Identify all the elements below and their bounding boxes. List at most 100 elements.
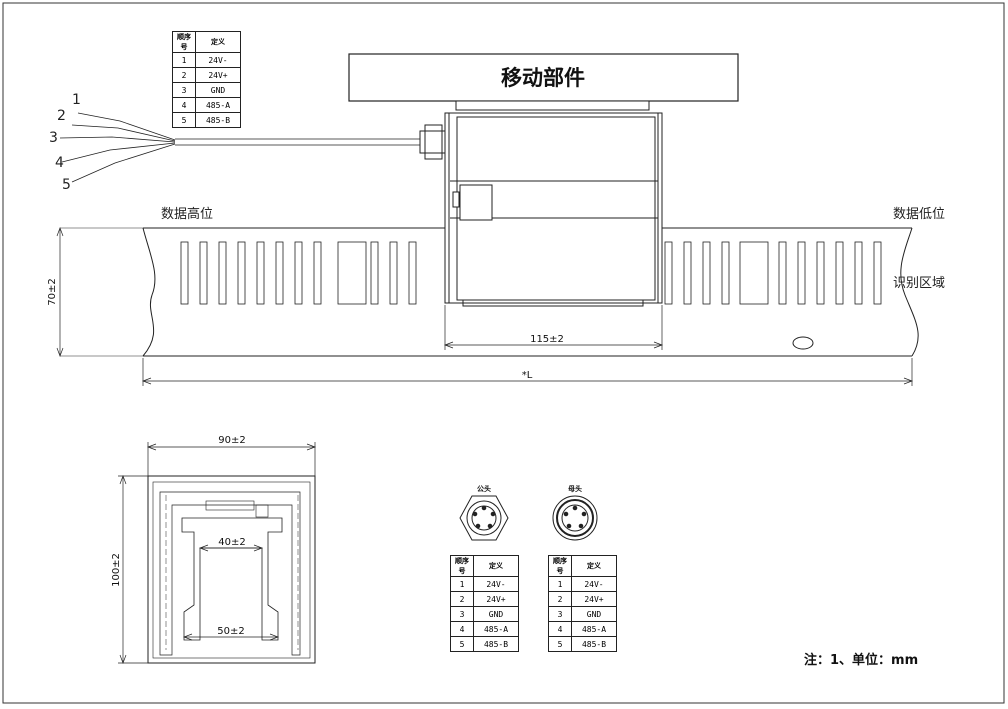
pin-table-header-no: 顺序号 bbox=[172, 31, 196, 53]
rail-slot bbox=[854, 241, 863, 305]
pin-def: 24V+ bbox=[195, 67, 241, 83]
pin-def: 24V- bbox=[473, 576, 519, 592]
male-connector bbox=[459, 495, 509, 541]
rail-slot bbox=[370, 241, 379, 305]
rail-slot bbox=[835, 241, 844, 305]
pin-no: 3 bbox=[548, 606, 572, 622]
rail-slot bbox=[237, 241, 246, 305]
female-connector bbox=[552, 495, 598, 541]
pin-no: 1 bbox=[172, 52, 196, 68]
pin-table-header-def: 定义 bbox=[195, 31, 241, 53]
dim-50 bbox=[183, 633, 279, 641]
pin-table-header-def: 定义 bbox=[571, 555, 617, 577]
rail-slot bbox=[256, 241, 265, 305]
pin-no: 2 bbox=[548, 591, 572, 607]
rail-slot bbox=[389, 241, 398, 305]
dim-70-label: 70±2 bbox=[47, 278, 58, 305]
unit-note: 注：1、单位：mm bbox=[804, 652, 918, 668]
rail-slots bbox=[180, 241, 882, 305]
pin-def: 485-A bbox=[571, 621, 617, 637]
pin-def: 485-A bbox=[473, 621, 519, 637]
pin-no: 2 bbox=[450, 591, 474, 607]
pin-def: 485-B bbox=[571, 636, 617, 652]
dim-70 bbox=[56, 227, 64, 357]
pin-table-header-no: 顺序号 bbox=[548, 555, 572, 577]
wire-3-label: 3 bbox=[49, 130, 58, 146]
pin-table-header-def: 定义 bbox=[473, 555, 519, 577]
pin-no: 4 bbox=[172, 97, 196, 113]
rail-slot bbox=[313, 241, 322, 305]
pin-table-header-no: 顺序号 bbox=[450, 555, 474, 577]
pin-no: 5 bbox=[450, 636, 474, 652]
pin-def: 24V- bbox=[571, 576, 617, 592]
dim-115 bbox=[444, 305, 663, 350]
dim-115-label: 115±2 bbox=[530, 334, 564, 345]
dim-100 bbox=[118, 475, 148, 664]
moving-part-label: 移动部件 bbox=[501, 66, 585, 90]
dim-40-label: 40±2 bbox=[218, 537, 245, 548]
rail-slot bbox=[797, 241, 806, 305]
wire-2-label: 2 bbox=[57, 108, 66, 124]
rail-slot bbox=[873, 241, 882, 305]
dim-90-label: 90±2 bbox=[218, 435, 245, 446]
rail-slot bbox=[816, 241, 825, 305]
pin-no: 3 bbox=[450, 606, 474, 622]
wire-4-label: 4 bbox=[55, 155, 64, 171]
dim-40 bbox=[199, 544, 263, 552]
wire-5-label: 5 bbox=[62, 177, 71, 193]
pin-def: 485-B bbox=[473, 636, 519, 652]
pin-no: 4 bbox=[548, 621, 572, 637]
pin-no: 5 bbox=[172, 112, 196, 128]
pin-no: 3 bbox=[172, 82, 196, 98]
dim-L-label: *L bbox=[522, 370, 533, 381]
pin-no: 1 bbox=[450, 576, 474, 592]
pin-def: GND bbox=[473, 606, 519, 622]
pin-no: 4 bbox=[450, 621, 474, 637]
dim-L bbox=[142, 358, 913, 386]
dim-100-label: 100±2 bbox=[111, 553, 122, 587]
pin-no: 5 bbox=[548, 636, 572, 652]
pin-def: GND bbox=[195, 82, 241, 98]
pin-no: 2 bbox=[172, 67, 196, 83]
data-low-label: 数据低位 bbox=[893, 207, 945, 222]
pin-def: 485-A bbox=[195, 97, 241, 113]
data-high-label: 数据高位 bbox=[161, 206, 213, 222]
pin-def: 24V- bbox=[195, 52, 241, 68]
sensor-body bbox=[419, 112, 663, 307]
rail-slot bbox=[702, 241, 711, 305]
rail-slot bbox=[408, 241, 417, 305]
recognition-zone-label: 识别区域 bbox=[893, 276, 945, 291]
rail-slot bbox=[739, 241, 769, 305]
rail-slot bbox=[664, 241, 673, 305]
pin-def: 485-B bbox=[195, 112, 241, 128]
rail-slot bbox=[218, 241, 227, 305]
moving-part: 移动部件 bbox=[348, 53, 739, 111]
rail-slot bbox=[294, 241, 303, 305]
pin-def: GND bbox=[571, 606, 617, 622]
rail-slot bbox=[180, 241, 189, 305]
pin-no: 1 bbox=[548, 576, 572, 592]
dim-90 bbox=[147, 442, 316, 476]
rail-slot bbox=[275, 241, 284, 305]
male-connector-label: 公头 bbox=[477, 484, 491, 493]
wire-1-label: 1 bbox=[72, 92, 81, 108]
cross-section bbox=[147, 475, 316, 664]
female-connector-label: 母头 bbox=[568, 484, 582, 493]
